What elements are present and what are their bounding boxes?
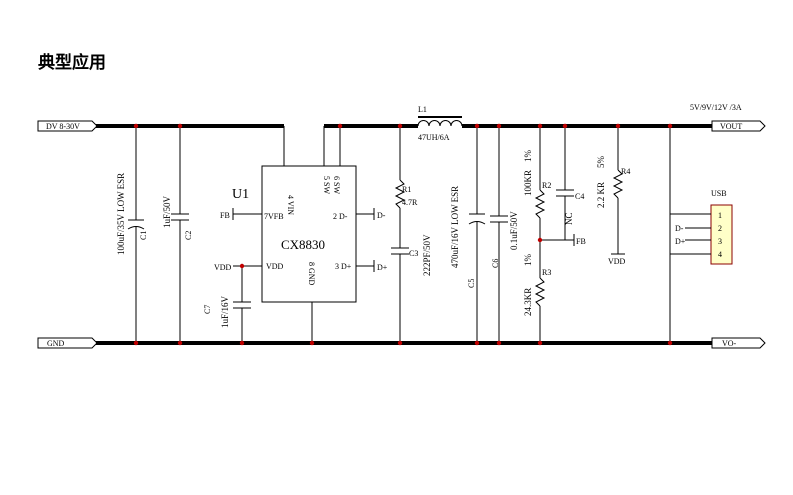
usb-pin-2: 2 <box>718 224 722 233</box>
r4-ref: R4 <box>621 167 630 176</box>
capacitor-c2: 1uF/50V C2 <box>162 126 193 343</box>
ic-pin-vdd: VDD <box>266 262 284 271</box>
ic-pin-dminus: 2 D- <box>333 212 348 221</box>
ic-ref: U1 <box>232 187 249 202</box>
r3-ref: R3 <box>542 268 551 277</box>
net-vdd-left: VDD <box>214 263 232 272</box>
capacitor-c4: C4 NC <box>540 126 584 246</box>
r2-ref: R2 <box>542 181 551 190</box>
output-spec-label: 5V/9V/12V /3A <box>690 103 742 112</box>
ic-pin-dplus: 3 D+ <box>335 262 352 271</box>
port-vo-minus: VO- <box>711 337 766 349</box>
ic-pin-vfb: 7VFB <box>264 212 284 221</box>
r2-value: 100KR <box>523 170 533 196</box>
c4-value: NC <box>564 212 574 225</box>
c2-value: 1uF/50V <box>162 195 172 228</box>
resistor-r2: R2 100KR 1% <box>523 126 551 262</box>
port-gnd: GND <box>37 337 98 349</box>
capacitor-c5: 470uF/16V LOW ESR C5 <box>450 126 486 343</box>
usb-pin-3: 3 <box>718 237 722 246</box>
net-vdd-right: VDD <box>608 257 626 266</box>
usb-label: USB <box>711 189 727 198</box>
capacitor-c7: 1uF/16V C7 <box>203 266 251 343</box>
inductor-l1: L1 47UH/6A <box>417 105 463 142</box>
net-fb-left: FB <box>220 211 230 220</box>
port-gnd-label: GND <box>47 339 65 348</box>
resistor-r3: R3 24.3KR 1% <box>523 254 551 343</box>
resistor-r4: R4 2.2 KR 5% VDD <box>596 126 630 266</box>
r2-tol: 1% <box>523 150 533 163</box>
c3-value: 222PF/50V <box>422 234 432 276</box>
c5-ref: C5 <box>467 279 476 288</box>
port-dv-in-label: DV 8-30V <box>46 122 80 131</box>
net-dplus-ic: D+ <box>377 263 388 272</box>
net-dplus-usb: D+ <box>675 237 686 246</box>
usb-pin-4: 4 <box>718 250 722 259</box>
junction-dots <box>133 123 673 346</box>
c1-ref: C1 <box>139 231 148 240</box>
c4-ref: C4 <box>575 192 584 201</box>
port-vout: VOUT <box>711 120 766 132</box>
capacitor-c1: 100uF/35V LOW ESR C1 <box>116 126 148 343</box>
usb-pin-1: 1 <box>718 211 722 220</box>
c6-ref: C6 <box>491 259 500 268</box>
ic-pin-sw5: 5 SW <box>322 176 331 194</box>
r1-ref: R1 <box>402 185 411 194</box>
c1-value: 100uF/35V LOW ESR <box>116 173 126 255</box>
r3-tol: 1% <box>523 254 533 267</box>
c2-ref: C2 <box>184 231 193 240</box>
r3-value: 24.3KR <box>523 288 533 316</box>
port-vout-label: VOUT <box>720 122 742 131</box>
port-dv-in: DV 8-30V <box>37 120 98 132</box>
c6-value: 0.1uF/50V <box>509 211 519 250</box>
ic-pin-gnd: 8 GND <box>307 262 316 286</box>
ic-u1: U1 CX8830 4 VIN 5 SW 6 SW 7VFB 2 D- VDD … <box>232 125 375 343</box>
r1-value: 4.7R <box>402 198 418 207</box>
ic-pin-vin: 4 VIN <box>286 195 295 215</box>
c3-ref: C3 <box>409 249 418 258</box>
port-vo-minus-label: VO- <box>722 339 737 348</box>
net-dminus-usb: D- <box>675 224 684 233</box>
r4-value: 2.2 KR <box>596 182 606 208</box>
net-fb-right: FB <box>576 237 586 246</box>
net-dminus-ic: D- <box>377 211 386 220</box>
page-title: 典型应用 <box>38 53 106 73</box>
usb-connector: USB 1 2 3 4 D- D+ <box>669 126 733 343</box>
c7-ref: C7 <box>203 305 212 314</box>
l1-ref: L1 <box>418 105 427 114</box>
r4-tol: 5% <box>596 156 606 169</box>
capacitor-c3: C3 222PF/50V <box>391 234 432 343</box>
ic-pin-sw6: 6 SW <box>332 176 341 194</box>
l1-value: 47UH/6A <box>418 133 450 142</box>
c5-value: 470uF/16V LOW ESR <box>450 186 460 268</box>
c7-value: 1uF/16V <box>220 295 230 328</box>
capacitor-c6: 0.1uF/50V C6 <box>490 126 519 343</box>
resistor-r1: R1 4.7R <box>394 126 418 248</box>
ic-part-label: CX8830 <box>281 237 325 252</box>
